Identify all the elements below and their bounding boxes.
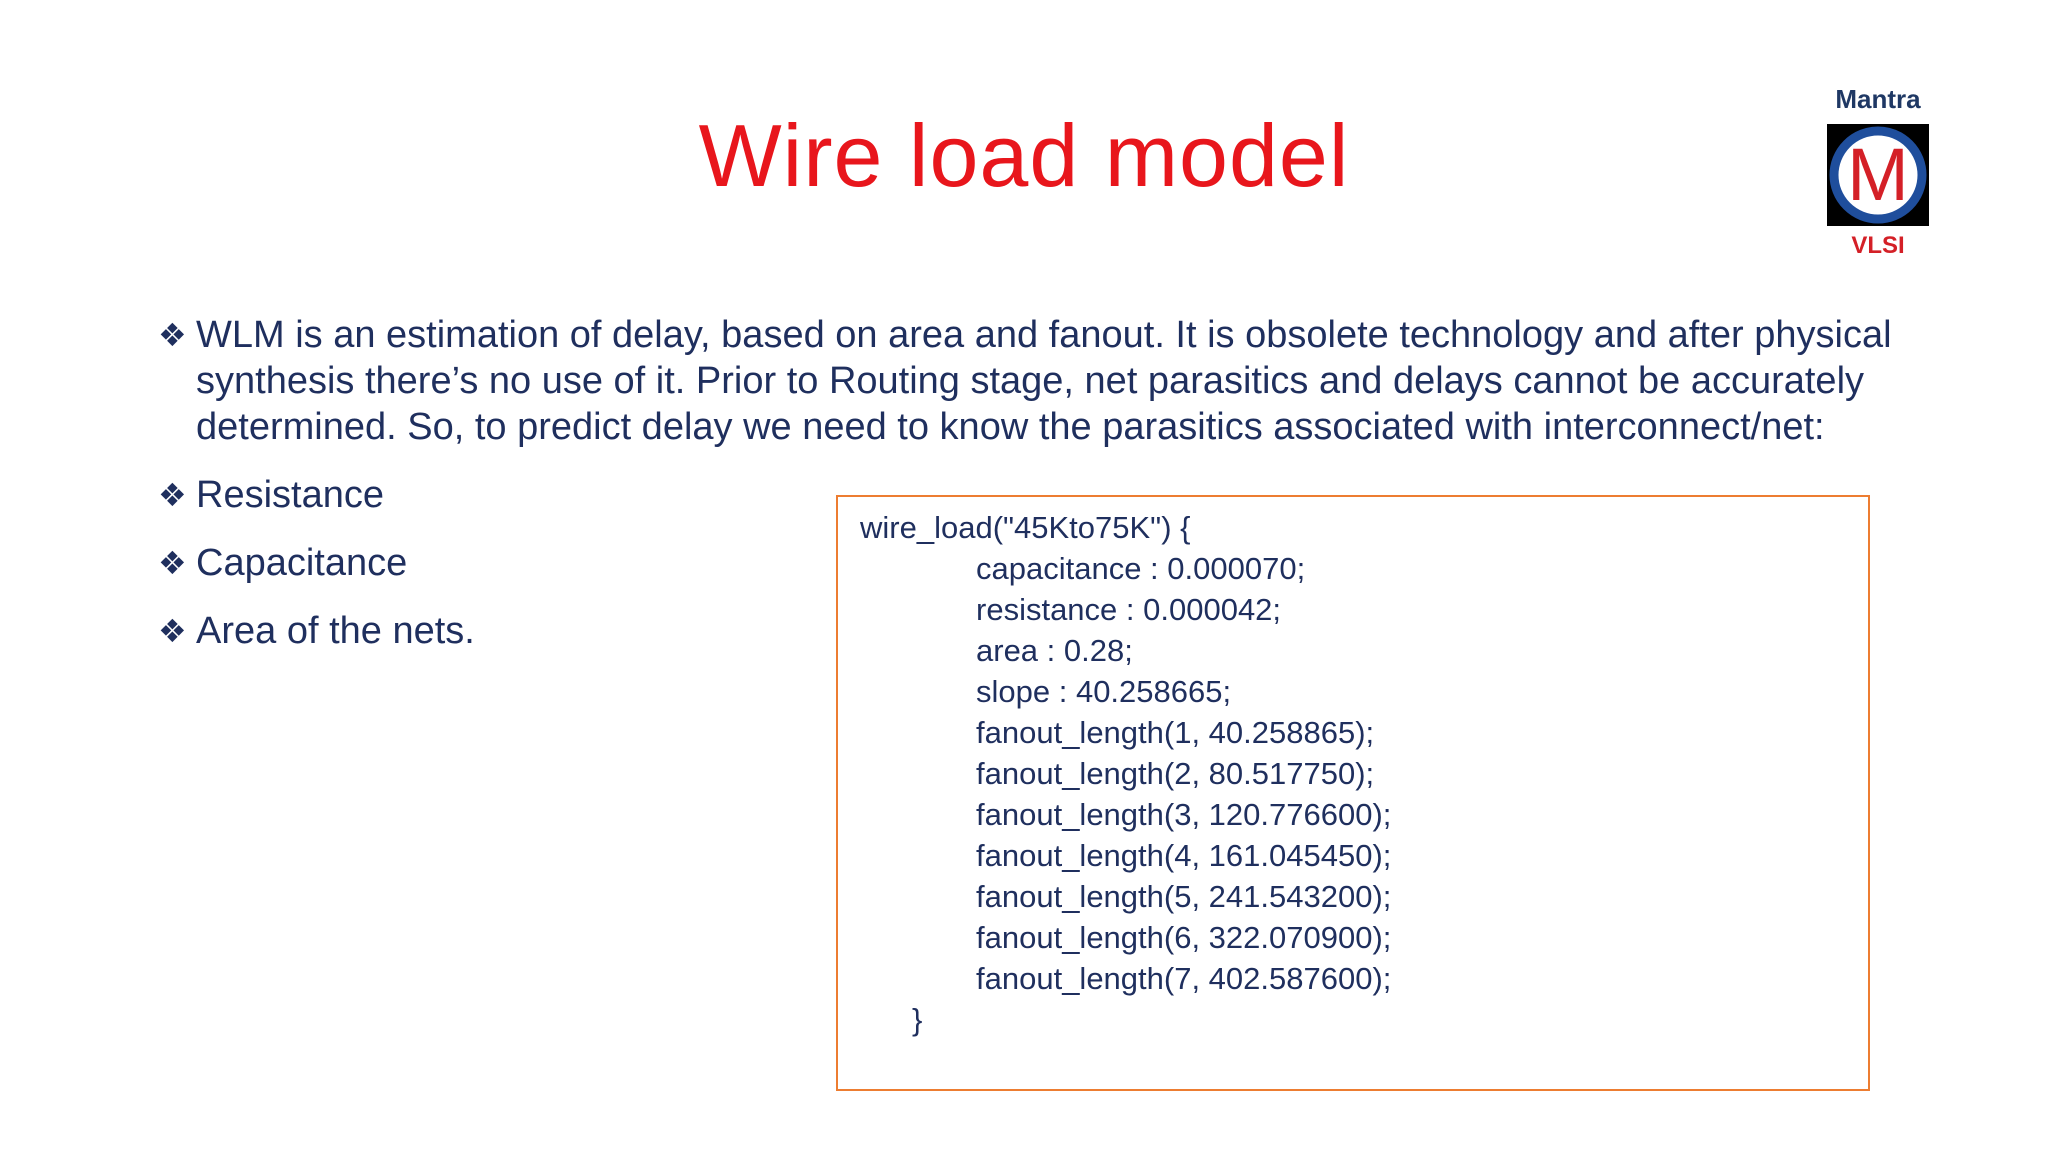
diamond-bullet-icon: ❖ [158, 613, 187, 649]
logo-top-text: Mantra [1835, 84, 1921, 114]
diamond-bullet-icon: ❖ [158, 317, 187, 353]
code-line: resistance : 0.000042; [976, 592, 1282, 627]
logo-emblem: M [1827, 124, 1929, 226]
code-line: slope : 40.258665; [976, 674, 1232, 709]
bullet-list: ❖ WLM is an estimation of delay, based o… [158, 312, 1918, 654]
code-line: fanout_length(3, 120.776600); [976, 797, 1392, 832]
code-line: fanout_length(1, 40.258865); [976, 715, 1375, 750]
code-line: fanout_length(5, 241.543200); [976, 879, 1392, 914]
code-line: fanout_length(7, 402.587600); [976, 961, 1392, 996]
diamond-bullet-icon: ❖ [158, 477, 187, 513]
logo-letter: M [1847, 133, 1909, 216]
bullet-text: Capacitance [196, 542, 408, 584]
mantra-vlsi-logo: Mantra M VLSI [1818, 82, 1938, 262]
diamond-bullet-icon: ❖ [158, 545, 187, 581]
bullet-text: Resistance [196, 474, 384, 516]
code-line: fanout_length(6, 322.070900); [976, 920, 1392, 955]
code-line: fanout_length(4, 161.045450); [976, 838, 1392, 873]
wire-load-code-box: wire_load("45Kto75K") { capacitance : 0.… [836, 495, 1870, 1091]
bullet-item: ❖ Capacitance [158, 540, 808, 586]
code-header: wire_load("45Kto75K") { [860, 510, 1191, 545]
logo-bottom-text: VLSI [1851, 232, 1905, 259]
code-body: capacitance : 0.000070; resistance : 0.0… [976, 548, 1391, 999]
code-line: fanout_length(2, 80.517750); [976, 756, 1375, 791]
logo-m-icon: M [1829, 126, 1927, 224]
slide-title: Wire load model [698, 106, 1350, 205]
code-closing-brace: } [912, 1002, 923, 1037]
bullet-item: ❖ Resistance [158, 472, 808, 518]
bullet-text: WLM is an estimation of delay, based on … [196, 314, 1892, 448]
code-line: capacitance : 0.000070; [976, 551, 1306, 586]
bullet-text: Area of the nets. [196, 610, 475, 652]
code-line: area : 0.28; [976, 633, 1133, 668]
bullet-item: ❖ WLM is an estimation of delay, based o… [158, 312, 1918, 450]
bullet-item: ❖ Area of the nets. [158, 608, 808, 654]
